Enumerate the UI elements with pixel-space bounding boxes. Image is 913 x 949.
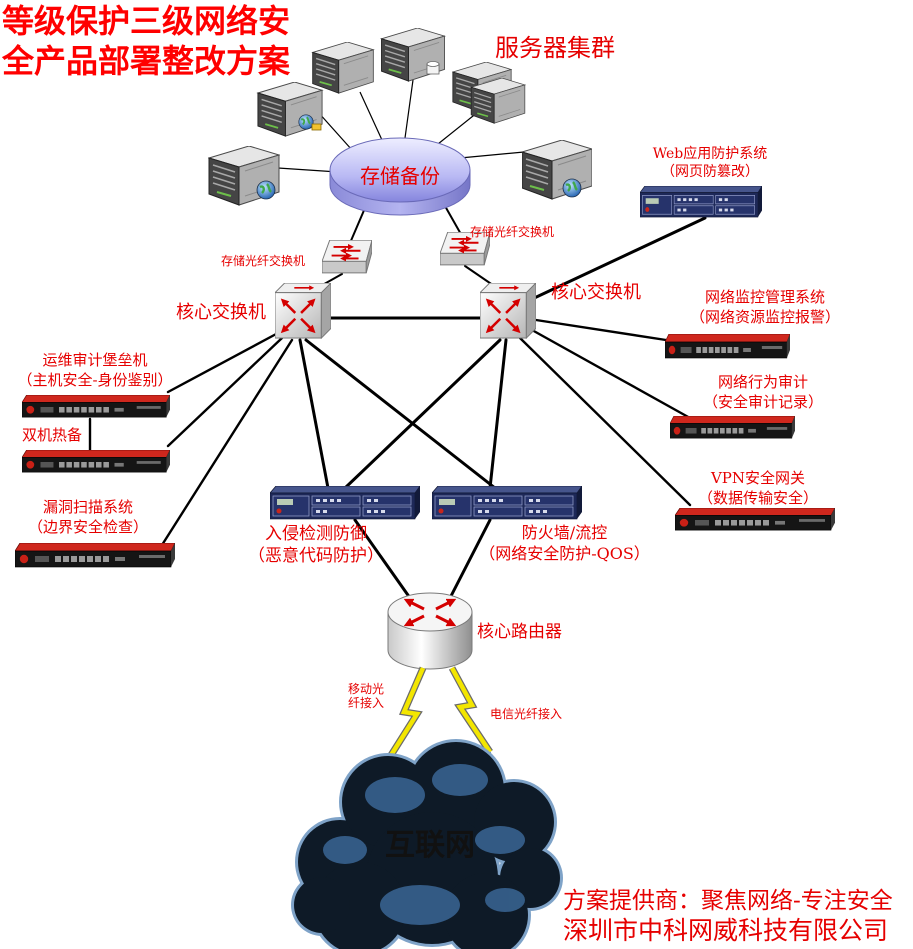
audit-appliance-icon [670,416,795,439]
link-line [304,338,497,490]
server-cluster [208,28,592,206]
bastion-host-desc: （主机安全-身份鉴别） [17,370,173,389]
link-line [530,328,692,420]
core-switch-left-label: 核心交换机 [176,302,266,323]
ips-label: 入侵检测防御 （恶意代码防护） [236,523,396,567]
vuln-scanner-appliance-icon [15,543,175,568]
link-line [404,79,414,139]
waf-desc: （网页防篡改） [661,164,759,181]
vpn-gateway-name: VPN安全网关 [710,469,806,487]
globe-icon [562,178,582,198]
storage-switch-right-label: 存储光纤交换机 [470,225,555,239]
vpn-appliance-icon [675,508,835,531]
server-icon [311,42,375,94]
storage-switch-left-label: 存储光纤交换机 [221,254,306,268]
behavior-audit-name: 网络行为审计 [717,373,808,391]
vuln-scanner-name: 漏洞扫描系统 [42,498,133,516]
vpn-gateway-label: VPN安全网关 （数据传输安全） [678,469,838,508]
firewall-appliance-icon [432,486,582,520]
link-line [353,518,412,600]
fiber-switch-icon [322,240,372,273]
bastion-appliance-icon [22,395,170,418]
internet-label: 互联网 [385,828,475,863]
mobile-uplink-line-1: 移动光 [348,682,385,696]
link-line [528,216,707,302]
firewall-label: 防火墙/流控 （网络安全防护-QOS） [472,523,657,565]
core-router-label: 核心路由器 [477,622,562,642]
disk-badge-icon [426,61,440,75]
link-line [349,207,366,244]
network-monitor-name: 网络监控管理系统 [704,288,825,306]
waf-name: Web应用防护系统 [652,146,768,162]
link-line [317,111,353,151]
vuln-scanner-desc: （边界安全检查） [27,517,148,536]
telecom-uplink-label: 电信光纤接入 [490,707,563,721]
bastion-host-name: 运维审计堡垒机 [42,351,148,369]
link-line [437,111,479,145]
waf-appliance-icon [640,186,762,218]
behavior-audit-label: 网络行为审计 （安全审计记录） [683,373,843,412]
footer-provider: 方案提供商：聚焦网络-专注安全 [563,888,893,914]
ips-name: 入侵检测防御 [265,524,367,544]
diagram-title-line-1: 等级保护三级网络安 [2,2,291,40]
core-router-icon [387,592,473,670]
core-switch-right-label: 核心交换机 [551,282,641,303]
link-line [298,338,330,490]
ips-desc: （恶意代码防护） [248,546,384,567]
network-monitor-desc: （网络资源监控报警） [689,307,840,326]
ips-appliance-icon [270,486,420,520]
link-line [166,331,280,394]
storage-backup-icon [329,137,471,216]
storage-backup-label: 存储备份 [360,164,440,188]
globe-icon [298,114,314,130]
server-links [277,79,525,173]
link-line [444,205,463,237]
link-line [448,518,492,600]
link-line [459,151,525,159]
link-line [534,318,668,342]
link-line [160,338,294,547]
link-line [359,91,383,141]
mobile-uplink-line-2: 纤接入 [348,696,385,711]
key-badge-icon [311,123,322,131]
server-cluster-label: 服务器集群 [495,34,615,62]
server-icon [470,78,526,124]
link-line [343,338,502,490]
diagram-title-line-2: 全产品部署整改方案 [2,42,291,80]
hot-standby-label: 双机热备 [22,426,83,444]
firewall-desc: （网络安全防护-QOS） [479,543,650,563]
link-line [488,338,508,490]
waf-label: Web应用防护系统 （网页防篡改） [625,145,795,181]
server-icon [522,140,592,200]
bastion-host-label: 运维审计堡垒机 （主机安全-身份鉴别） [10,351,180,390]
network-monitor-label: 网络监控管理系统 （网络资源监控报警） [685,288,845,327]
link-line [518,336,692,507]
link-line [277,167,339,173]
globe-icon [256,180,276,200]
link-line [166,336,284,448]
firewall-name: 防火墙/流控 [521,523,608,542]
core-switch-icon [480,283,536,338]
behavior-audit-desc: （安全审计记录） [702,392,823,411]
vuln-scanner-label: 漏洞扫描系统 （边界安全检查） [8,498,168,537]
mobile-uplink-label: 移动光 纤接入 [348,682,384,711]
core-switch-icon [275,283,331,338]
monitor-appliance-icon [665,334,790,359]
hot-standby-appliance-icon [22,450,170,473]
backbone-links [88,205,707,600]
vpn-gateway-desc: （数据传输安全） [697,488,818,507]
footer-company: 深圳市中科网威科技有限公司 [563,916,889,945]
cloud-icon [291,739,563,949]
